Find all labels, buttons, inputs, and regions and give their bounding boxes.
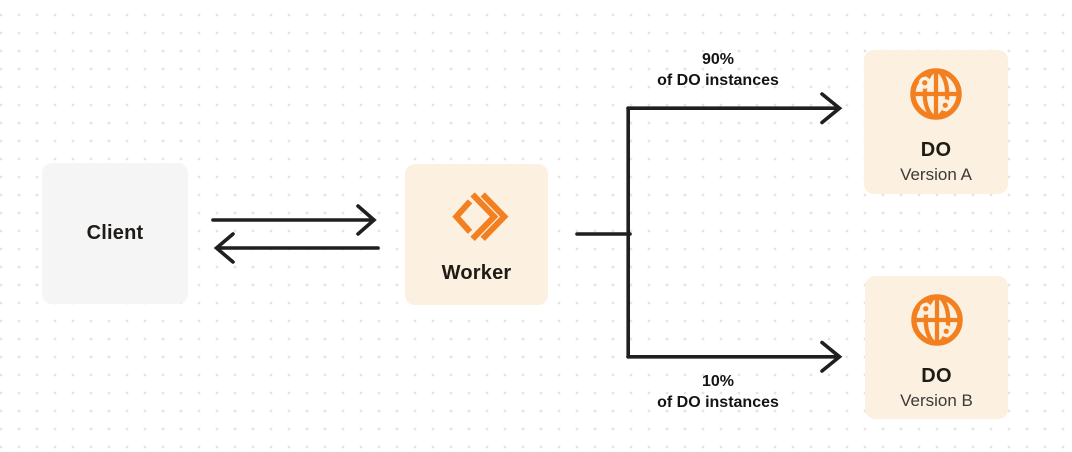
worker-label: Worker — [441, 262, 512, 284]
durable-object-globe-icon — [904, 287, 970, 353]
split-label-10: 10% of DO instances — [618, 371, 818, 413]
do-version-b-subtitle: Version B — [900, 390, 973, 410]
do-version-b-title: DO — [921, 364, 952, 387]
split-label-10-text: of DO instances — [657, 394, 779, 411]
client-label: Client — [86, 222, 144, 244]
worker-node: Worker — [405, 164, 548, 305]
arrowhead-worker-to-client — [213, 232, 235, 264]
do-version-a-subtitle: Version A — [900, 165, 972, 184]
do-version-b-node: DO Version B — [865, 276, 1008, 419]
split-label-90-text: of DO instances — [657, 72, 779, 89]
arrowhead-split-bottom — [820, 340, 843, 373]
split-label-90-percent: 90% — [701, 51, 735, 68]
split-label-90: 90% of DO instances — [618, 49, 818, 91]
do-version-a-title: DO — [920, 139, 952, 161]
durable-object-globe-icon — [903, 61, 969, 127]
arrowhead-split-top — [820, 92, 843, 125]
do-version-a-node: DO Version A — [864, 50, 1008, 194]
split-label-10-percent: 10% — [701, 373, 735, 390]
workers-brackets-icon — [444, 184, 510, 248]
client-node: Client — [42, 163, 188, 304]
arrowhead-client-to-worker — [356, 204, 377, 236]
